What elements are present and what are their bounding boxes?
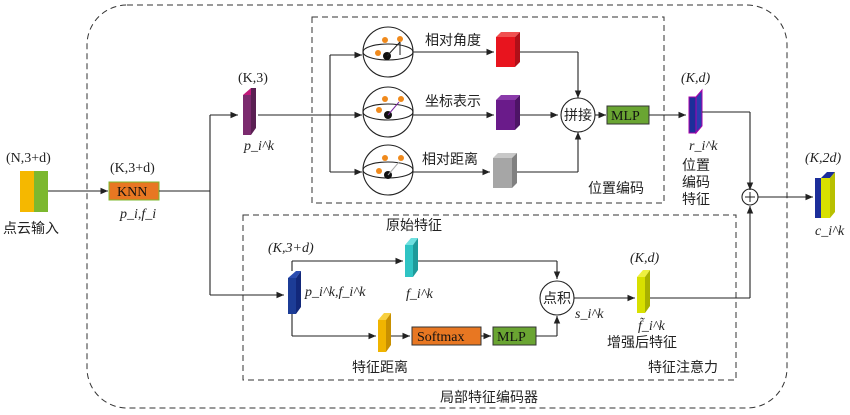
rfeat-label-3: 特征 (682, 192, 710, 208)
rfeat-shape: (K,d) (681, 71, 711, 86)
orig-label: 原始特征 (386, 218, 442, 234)
feat-mlp-label: MLP (497, 330, 526, 345)
softmax-label: Softmax (417, 330, 464, 345)
pos-var: p_i^k (243, 139, 275, 154)
knn-label: KNN (117, 185, 147, 200)
dot-label: 点积 (543, 291, 571, 307)
enh-label: 增强后特征 (607, 335, 677, 351)
pos-block (243, 95, 251, 135)
feat-attention-label: 特征注意力 (648, 359, 718, 376)
input-block-b (34, 171, 48, 212)
enh-var: f̃_i^k (638, 317, 666, 334)
encoder-region (86, 4, 788, 409)
input-shape: (N,3+d) (6, 151, 51, 166)
knn-var: p_i,f_i (119, 207, 156, 222)
rfeat-label-1: 位置 (682, 158, 710, 174)
featdist-label: 特征距离 (352, 359, 408, 376)
feat-shape: (K,3+d) (268, 241, 314, 256)
rel-dist-label: 相对距离 (422, 151, 478, 168)
enh-shape: (K,d) (630, 251, 660, 266)
feat-in-block (288, 271, 301, 314)
feat-in-var: p_i^k,f_i^k (304, 285, 366, 300)
coord-cube (496, 95, 520, 130)
sphere-angle (362, 26, 414, 78)
orig-var: f_i^k (406, 287, 434, 302)
score-var: s_i^k (575, 307, 604, 322)
sphere-coord (362, 86, 414, 138)
rel-angle-label: 相对角度 (425, 33, 481, 49)
enh-block (637, 270, 650, 313)
output-block (815, 172, 835, 218)
pos-encoding-region (311, 16, 665, 204)
angle-cube (496, 32, 520, 67)
knn-shape: (K,3+d) (110, 161, 155, 176)
rfeat-block (688, 88, 703, 135)
dist-cube (493, 153, 517, 188)
rfeat-label-2: 编码 (682, 175, 710, 191)
pos-mlp-label: MLP (611, 109, 640, 124)
pos-encoding-label: 位置编码 (588, 181, 644, 197)
concat-label: 拼接 (564, 107, 592, 124)
coord-label: 坐标表示 (425, 94, 481, 110)
rfeat-var: r_i^k (689, 139, 718, 154)
output-shape: (K,2d) (805, 151, 842, 166)
encoder-label: 局部特征编码器 (440, 390, 538, 406)
input-block-a (20, 171, 34, 212)
sphere-dist (362, 144, 414, 196)
featdist-block (378, 313, 391, 352)
pos-shape: (K,3) (238, 71, 268, 86)
output-var: c_i^k (815, 224, 845, 239)
input-label: 点云输入 (3, 221, 59, 237)
orig-block (405, 238, 418, 277)
